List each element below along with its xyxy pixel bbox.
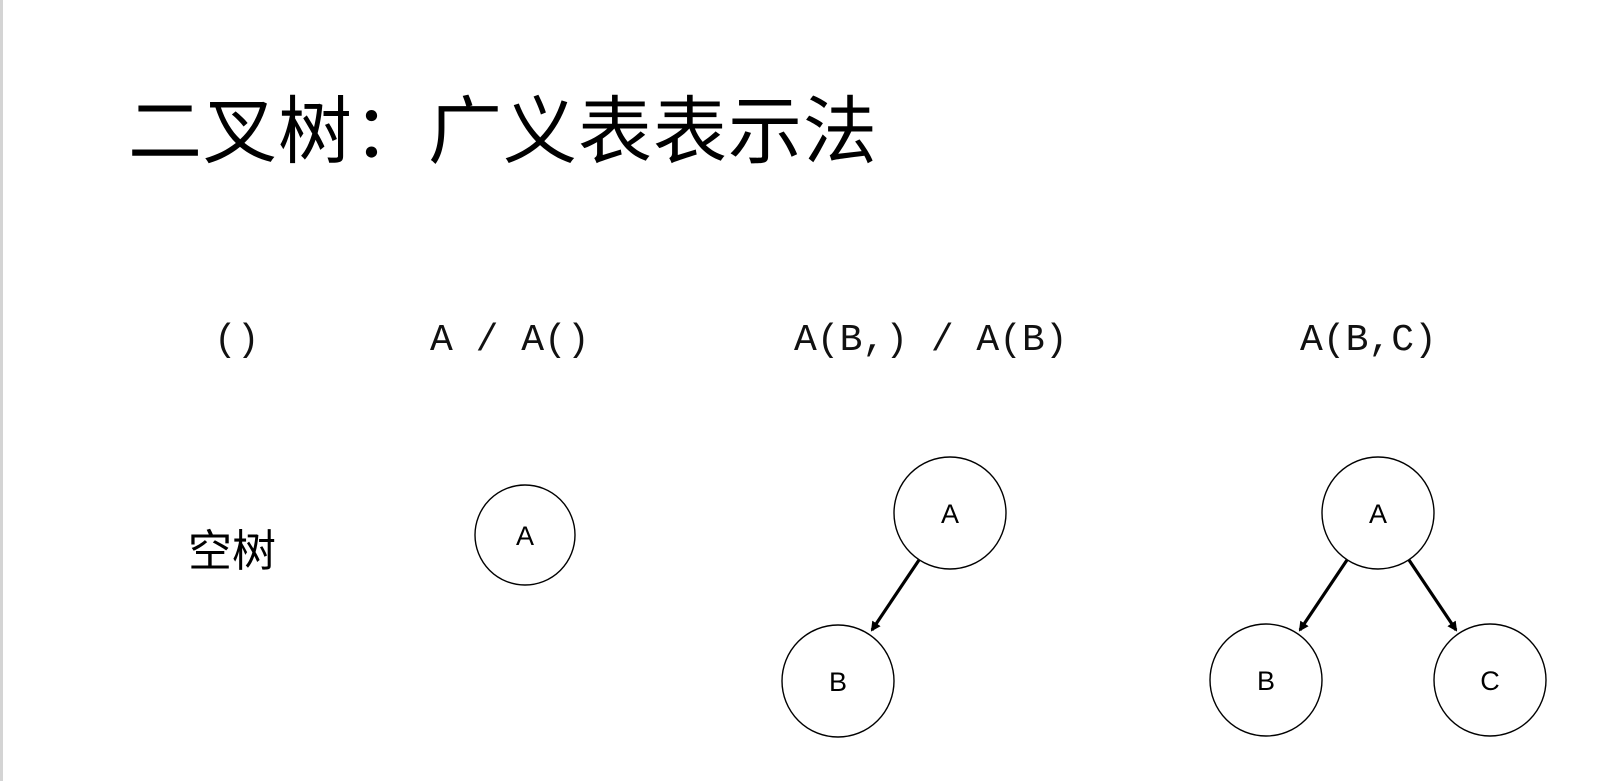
- empty-tree-label: 空树: [188, 526, 276, 577]
- node-left-child-b-label: B: [829, 667, 847, 697]
- node-two-children-c: C: [1433, 623, 1547, 737]
- node-two-children-c-label: C: [1480, 666, 1500, 696]
- node-two-children-a: A: [1321, 456, 1435, 570]
- node-two-children-b-label: B: [1257, 666, 1275, 696]
- notation-single-node: A / A(): [430, 319, 590, 362]
- node-two-children-a-label: A: [1369, 499, 1387, 529]
- node-left-child-b-circle: [781, 624, 895, 738]
- node-left-child-a: A: [893, 456, 1007, 570]
- edge-two-children-a-c: [1407, 559, 1458, 632]
- slide-title: 二叉树：广义表表示法: [128, 89, 878, 175]
- tree-single: A: [474, 484, 576, 586]
- notation-left-child: A(B,) / A(B): [794, 319, 1068, 362]
- notation-two-children: A(B,C): [1300, 319, 1437, 362]
- node-two-children-c-circle: [1433, 623, 1547, 737]
- node-two-children-b: B: [1209, 623, 1323, 737]
- tree-left-child: A B: [781, 456, 1007, 738]
- node-two-children-b-circle: [1209, 623, 1323, 737]
- node-two-children-a-circle: [1321, 456, 1435, 570]
- edge-two-children-a-b: [1298, 559, 1349, 632]
- node-single-a-circle: [474, 484, 576, 586]
- slide-left-edge: [0, 0, 3, 781]
- edge-left-child-a-b: [870, 559, 921, 632]
- node-left-child-a-circle: [893, 456, 1007, 570]
- node-single-a-label: A: [516, 521, 534, 551]
- node-left-child-b: B: [781, 624, 895, 738]
- node-left-child-a-label: A: [941, 499, 959, 529]
- notation-empty-tree: (): [214, 319, 260, 362]
- tree-two-children: A B C: [1209, 456, 1547, 737]
- node-single-a: A: [474, 484, 576, 586]
